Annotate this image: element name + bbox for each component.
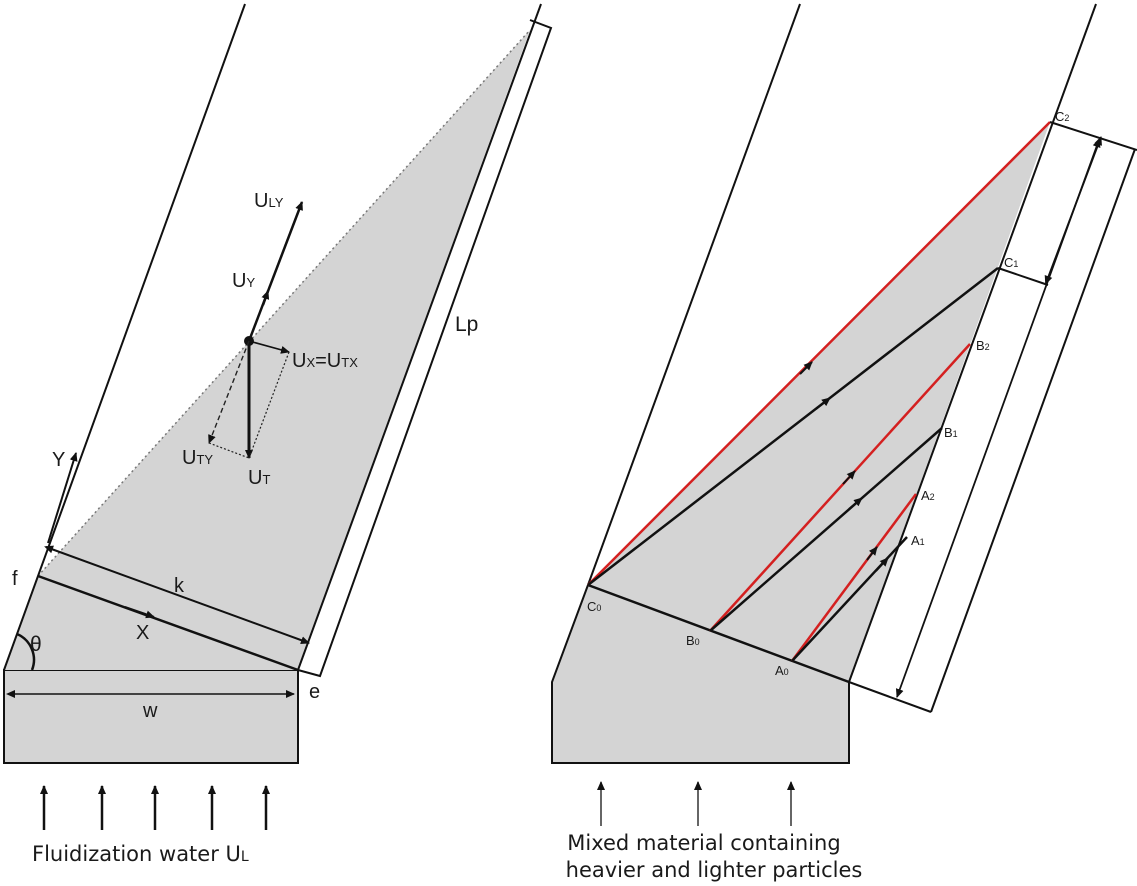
left-wall-right	[297, 3, 542, 671]
right-base-outline	[551, 584, 850, 764]
dir-arrow-a2	[866, 546, 878, 561]
label-u-t: UT	[248, 467, 270, 489]
right-caption-line-1: Mixed material containing	[567, 831, 840, 855]
ext-bottom	[848, 681, 932, 713]
label-b0: B0	[686, 633, 700, 648]
label-a2: A2	[921, 488, 935, 503]
label-u-ty: UTY	[182, 447, 213, 469]
label-w: w	[142, 700, 158, 722]
right-bed-wedge	[588, 122, 1050, 682]
path-a0-a2	[790, 493, 918, 662]
label-b2: B2	[976, 338, 990, 353]
y-axis-arrow	[47, 452, 78, 544]
label-u-ly: ULY	[254, 190, 284, 212]
label-b1: B1	[944, 425, 958, 440]
label-c2: C2	[1055, 109, 1069, 124]
right-caption-line-2: heavier and lighter particles	[566, 858, 863, 882]
label-u-y: UY	[232, 270, 255, 292]
ext-c2	[1049, 121, 1137, 151]
left-caption: Fluidization water UL	[32, 842, 249, 866]
u-x-vector	[248, 340, 290, 354]
label-theta: θ	[30, 633, 42, 656]
u-ty-vector	[208, 340, 250, 444]
label-k: k	[174, 575, 185, 597]
fluidization-arrows	[40, 785, 270, 830]
label-c1: C1	[1004, 255, 1018, 270]
left-base-box	[3, 669, 299, 764]
right-bottom-incline	[587, 583, 850, 684]
label-a1: A1	[911, 533, 925, 548]
right-base-region	[552, 585, 849, 763]
dir-arrow-c2	[799, 361, 813, 375]
right-diagram: C2 C1 B2 B1 A2 A1 C0 B0 A0 Mixed materia…	[551, 3, 1137, 882]
k-dimension	[44, 545, 310, 645]
label-y-axis: Y	[52, 449, 65, 471]
dir-arrow-b2	[842, 470, 856, 485]
label-x-axis: X	[136, 622, 149, 644]
theta-angle-arc	[16, 632, 36, 671]
x-axis-arrow	[124, 606, 155, 619]
ext-c1	[997, 267, 1049, 286]
label-c0: C0	[587, 599, 601, 614]
dir-arrow-a1	[875, 557, 889, 572]
right-wall-left	[587, 3, 801, 586]
label-lp: Lp	[455, 313, 478, 336]
label-a0: A0	[775, 663, 789, 678]
lp-dimension-frame	[297, 19, 553, 678]
u-y-vector-head	[261, 290, 270, 306]
u-ly-vector	[247, 201, 304, 342]
label-u-x-eq-u-tx: UX=UTX	[292, 350, 358, 372]
right-dimensions	[848, 121, 1137, 713]
label-f: f	[12, 568, 18, 590]
feed-arrows	[597, 781, 795, 826]
left-diagram: ULY UY UX=UTX UTY UT Lp Y X k f e θ w Fl…	[3, 3, 553, 866]
construction-line-2	[208, 442, 250, 459]
label-e: e	[309, 681, 320, 703]
construction-line-1	[248, 351, 290, 459]
dir-arrow-b1	[848, 497, 863, 510]
dim-c1	[1044, 136, 1102, 285]
dir-arrow-c1	[815, 397, 831, 410]
